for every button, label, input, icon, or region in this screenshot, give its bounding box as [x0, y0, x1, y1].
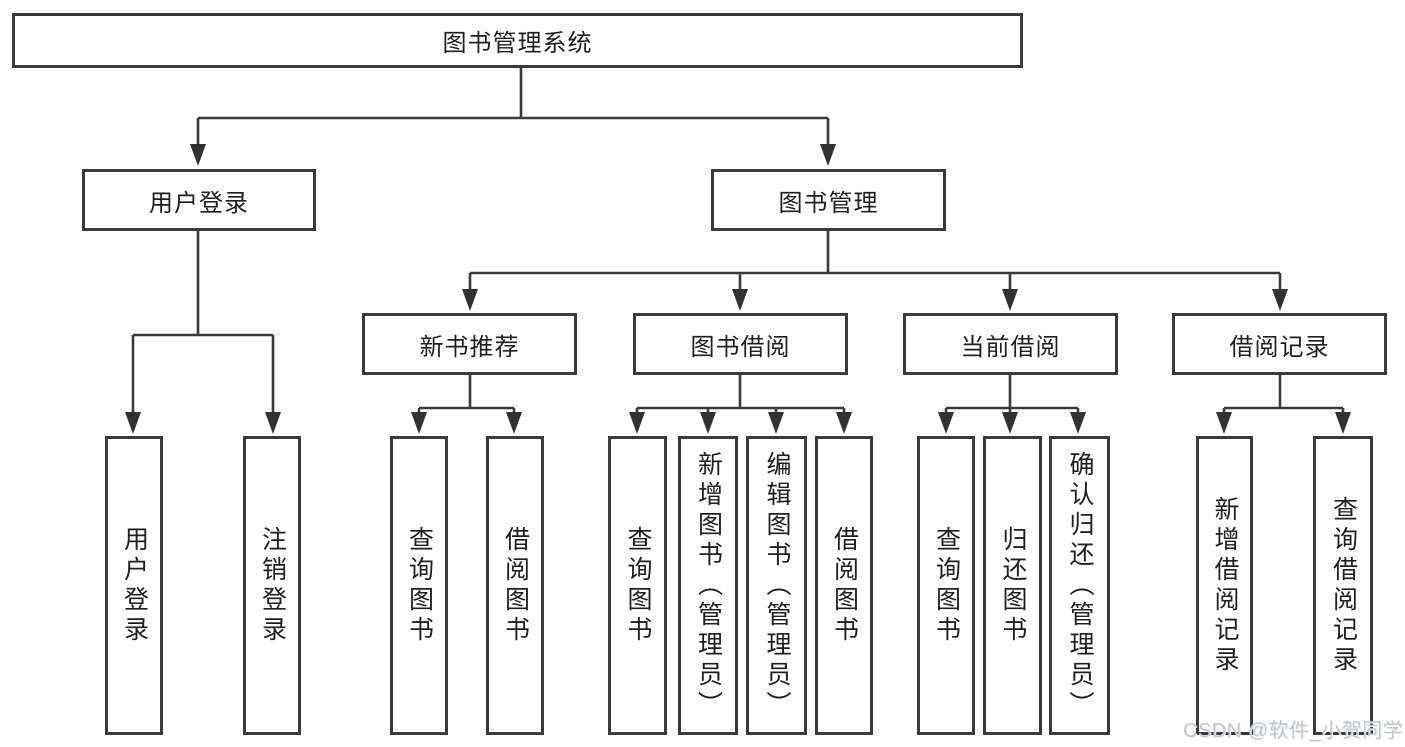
leaf-label: 新增借阅记录: [1211, 495, 1239, 676]
leaf-label: 查询图书: [624, 525, 652, 646]
leaf-label: 注销登录: [258, 525, 287, 646]
node-new-book-recommend: 新书推荐: [362, 313, 577, 375]
leaf-query-books: 查询图书: [608, 436, 667, 735]
leaf-label: 借阅图书: [501, 525, 530, 646]
leaf-label: 借阅图书: [830, 525, 859, 646]
node-current-borrow: 当前借阅: [903, 313, 1118, 375]
leaf-query-borrow-record: 查询借阅记录: [1313, 436, 1373, 735]
leaf-label: 新增图书（管理员）: [694, 450, 723, 721]
leaf-borrow-books: 借阅图书: [815, 436, 873, 735]
leaf-label: 确认归还（管理员）: [1066, 450, 1094, 721]
leaf-confirm-return-admin: 确认归还（管理员）: [1049, 436, 1110, 735]
leaf-label: 编辑图书（管理员）: [763, 450, 791, 721]
node-label: 图书借阅: [690, 333, 791, 361]
node-label: 当前借阅: [960, 333, 1061, 361]
leaf-return-books: 归还图书: [983, 436, 1042, 735]
leaf-edit-books-admin: 编辑图书（管理员）: [746, 436, 807, 735]
leaf-label: 查询借阅记录: [1329, 495, 1358, 676]
node-book-management: 图书管理: [711, 169, 946, 231]
csdn-watermark: CSDN @软件_小贺同学: [1183, 720, 1404, 742]
node-borrow-records: 借阅记录: [1172, 313, 1387, 375]
node-label: 新书推荐: [419, 333, 520, 361]
node-book-borrow: 图书借阅: [633, 313, 848, 375]
leaf-query-books: 查询图书: [917, 436, 975, 735]
leaf-query-books: 查询图书: [390, 436, 448, 735]
leaf-add-borrow-record: 新增借阅记录: [1196, 436, 1253, 735]
leaf-logout: 注销登录: [243, 436, 301, 735]
leaf-label: 查询图书: [932, 525, 961, 646]
node-label: 图书管理系统: [442, 30, 593, 57]
node-label: 图书管理: [778, 189, 879, 217]
leaf-borrow-books: 借阅图书: [486, 436, 544, 735]
node-label: 用户登录: [149, 189, 249, 217]
node-user-login: 用户登录: [82, 169, 316, 231]
leaf-user-login: 用户登录: [105, 436, 163, 735]
leaf-label: 用户登录: [120, 525, 149, 646]
node-label: 借阅记录: [1229, 333, 1330, 361]
node-library-management-system: 图书管理系统: [12, 13, 1023, 68]
leaf-label: 查询图书: [405, 525, 434, 646]
leaf-label: 归还图书: [999, 525, 1027, 646]
leaf-add-books-admin: 新增图书（管理员）: [678, 436, 738, 735]
